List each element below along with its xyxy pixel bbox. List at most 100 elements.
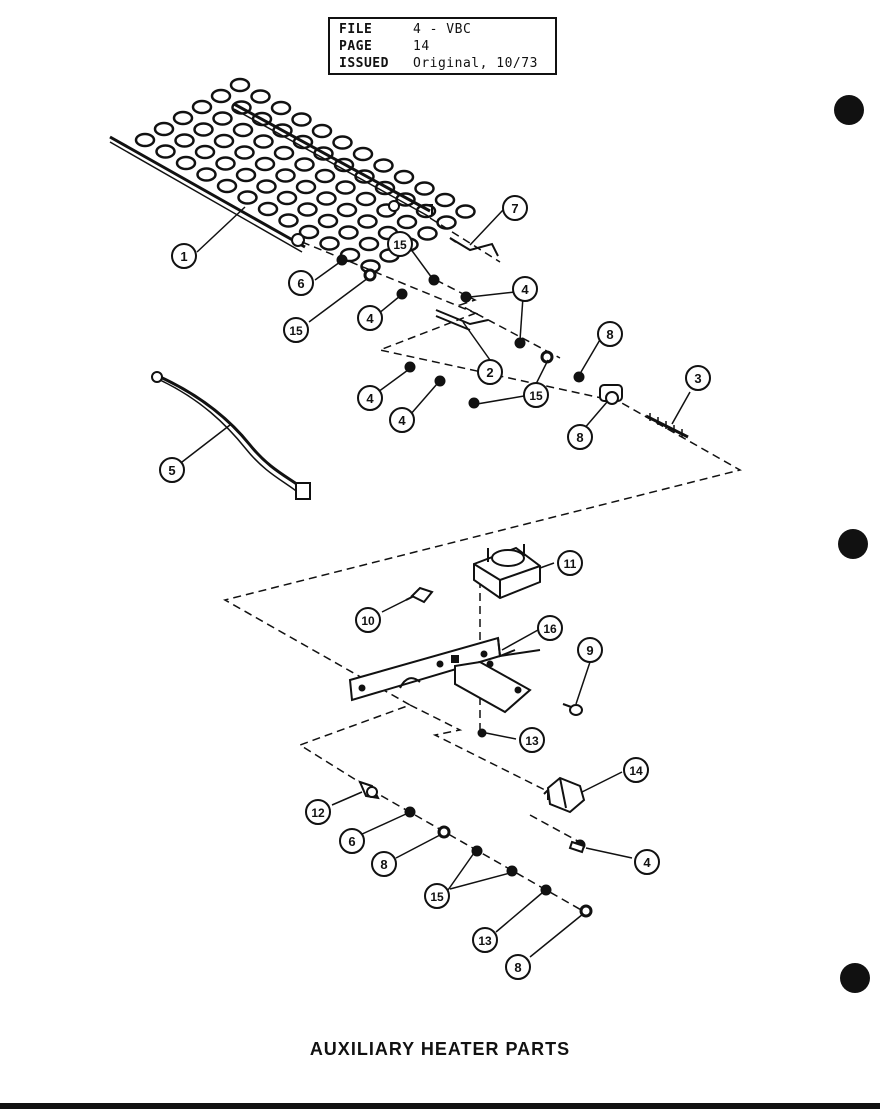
callout-label: 14 (629, 764, 643, 778)
callout-circle (357, 305, 383, 331)
coil-turn (292, 134, 314, 150)
threaded-stud-part-3 (645, 413, 689, 439)
coil-turn (436, 215, 457, 230)
coil-turn (393, 169, 415, 185)
hardware-parts (336, 254, 593, 918)
callout-circle (519, 727, 545, 753)
issued-value: Original, 10/73 (413, 56, 538, 71)
callout-label: 4 (366, 311, 374, 326)
callout-label: 15 (430, 890, 444, 904)
coil-turn (235, 167, 257, 183)
callout-circle (283, 317, 309, 343)
coil-turn (270, 100, 292, 116)
callout-8: 8 (371, 851, 397, 877)
callout-label: 11 (564, 557, 577, 571)
callout-6: 6 (339, 828, 365, 854)
coil-turn (417, 226, 438, 241)
coil-turn (237, 190, 258, 205)
callout-circle (389, 407, 415, 433)
coil-turn (298, 224, 320, 240)
callout-4: 4 (634, 849, 660, 875)
coil-turn (336, 202, 358, 218)
page-value: 14 (413, 39, 430, 54)
coil-turn (414, 181, 435, 196)
callout-circle (505, 954, 531, 980)
binder-hole-middle (838, 529, 868, 559)
insulator-part-5 (599, 384, 623, 405)
bottom-border (0, 1103, 880, 1109)
coil-turn (338, 225, 359, 240)
callout-circle (355, 607, 381, 633)
file-label: FILE (339, 22, 373, 37)
callout-label: 4 (643, 855, 651, 870)
callout-5: 5 (159, 457, 185, 483)
callout-circle (557, 550, 583, 576)
coil-turn (335, 180, 356, 195)
coil-turn (317, 213, 339, 229)
callout-circle (597, 321, 623, 347)
callout-circle (171, 243, 197, 269)
callout-label: 8 (380, 857, 387, 872)
coil-turn (355, 191, 377, 207)
coil-turn (232, 122, 254, 138)
callout-8: 8 (597, 321, 623, 347)
coil-turn (434, 192, 456, 208)
callout-7: 7 (502, 195, 528, 221)
binder-hole-bottom (840, 963, 870, 993)
coil-turn (278, 213, 299, 228)
callout-circle (577, 637, 603, 663)
relay-part-12 (543, 776, 586, 814)
coil-turn (295, 179, 317, 195)
heater-element-assembly (109, 77, 476, 274)
coil-turn (455, 204, 476, 219)
screw-part-13-lower (568, 840, 586, 854)
callout-4: 4 (512, 276, 538, 302)
coil-turn (354, 169, 375, 184)
callout-circle (357, 385, 383, 411)
callout-circle (477, 359, 503, 385)
coil-turn (191, 99, 213, 115)
callout-16: 16 (537, 615, 563, 641)
callout-label: 2 (486, 365, 493, 380)
callout-circle (472, 927, 498, 953)
callout-label: 8 (576, 430, 583, 445)
callout-4: 4 (389, 407, 415, 433)
coil-turn (294, 157, 315, 172)
coil-turn (251, 111, 273, 127)
callout-label: 8 (514, 960, 521, 975)
callout-3: 3 (685, 365, 711, 391)
coil-turn (194, 144, 216, 160)
coil-turn (314, 168, 336, 184)
callout-label: 6 (348, 834, 355, 849)
coil-turn (193, 122, 214, 137)
binder-hole-top (834, 95, 864, 125)
callout-13: 13 (472, 927, 498, 953)
callout-label: 15 (289, 324, 303, 338)
coil-turn (272, 123, 293, 138)
callout-label: 4 (366, 391, 374, 406)
callout-circle (512, 276, 538, 302)
coil-turn (172, 110, 194, 126)
callout-label: 7 (511, 201, 518, 216)
callout-12: 12 (305, 799, 331, 825)
callout-8: 8 (505, 954, 531, 980)
callout-label: 9 (586, 643, 593, 658)
coil-turn (395, 192, 416, 207)
callout-4: 4 (357, 305, 383, 331)
callout-circle (502, 195, 528, 221)
coil-turn (358, 236, 380, 252)
coil-turn (276, 190, 298, 206)
callout-9: 9 (577, 637, 603, 663)
callout-circle (567, 424, 593, 450)
coil-turn (396, 214, 418, 230)
callout-circle (537, 615, 563, 641)
screw-part-13-upper (562, 703, 583, 716)
coil-turn (175, 155, 197, 171)
callout-4: 4 (357, 385, 383, 411)
callout-8: 8 (567, 424, 593, 450)
